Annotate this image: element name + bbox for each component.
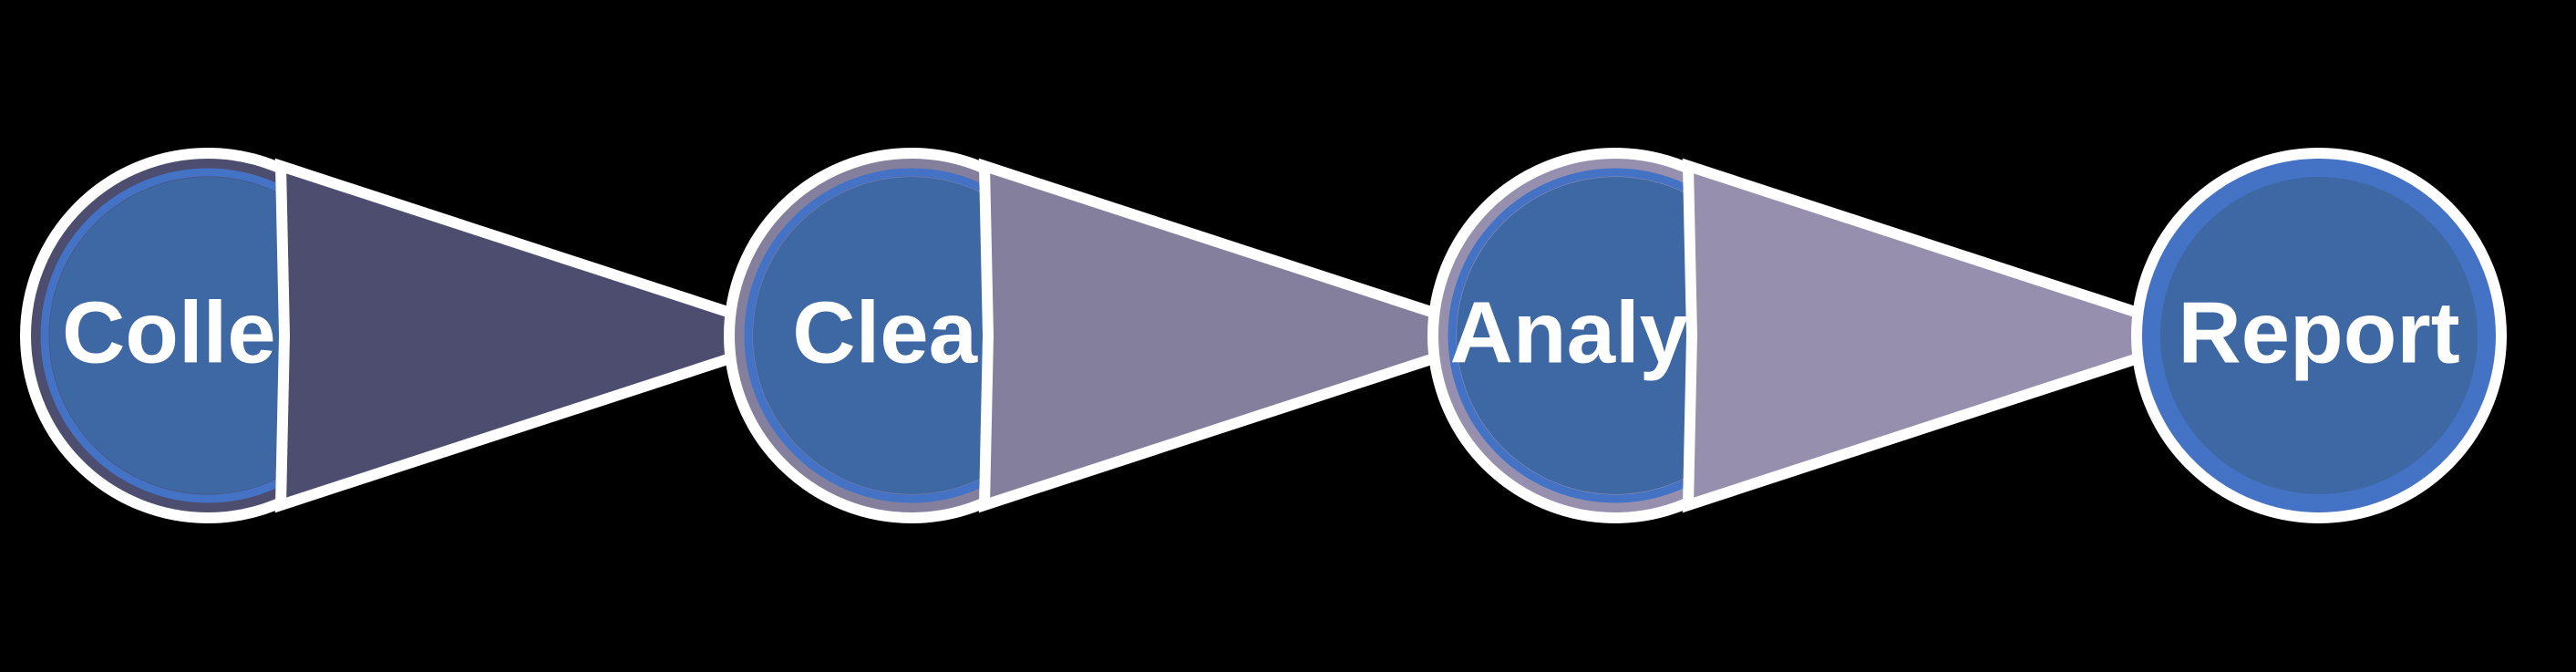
arrow-clean-to-analyze: [978, 158, 1522, 513]
stage-label-report: Report: [2178, 284, 2459, 381]
stage-fill-report: [2160, 177, 2478, 494]
arrow-analyze-to-report: [1682, 158, 2226, 513]
stage-group-report[interactable]: Report: [2131, 148, 2507, 523]
arrow-collect-to-clean: [274, 158, 819, 513]
stage-inner-line-report: [2151, 168, 2487, 503]
